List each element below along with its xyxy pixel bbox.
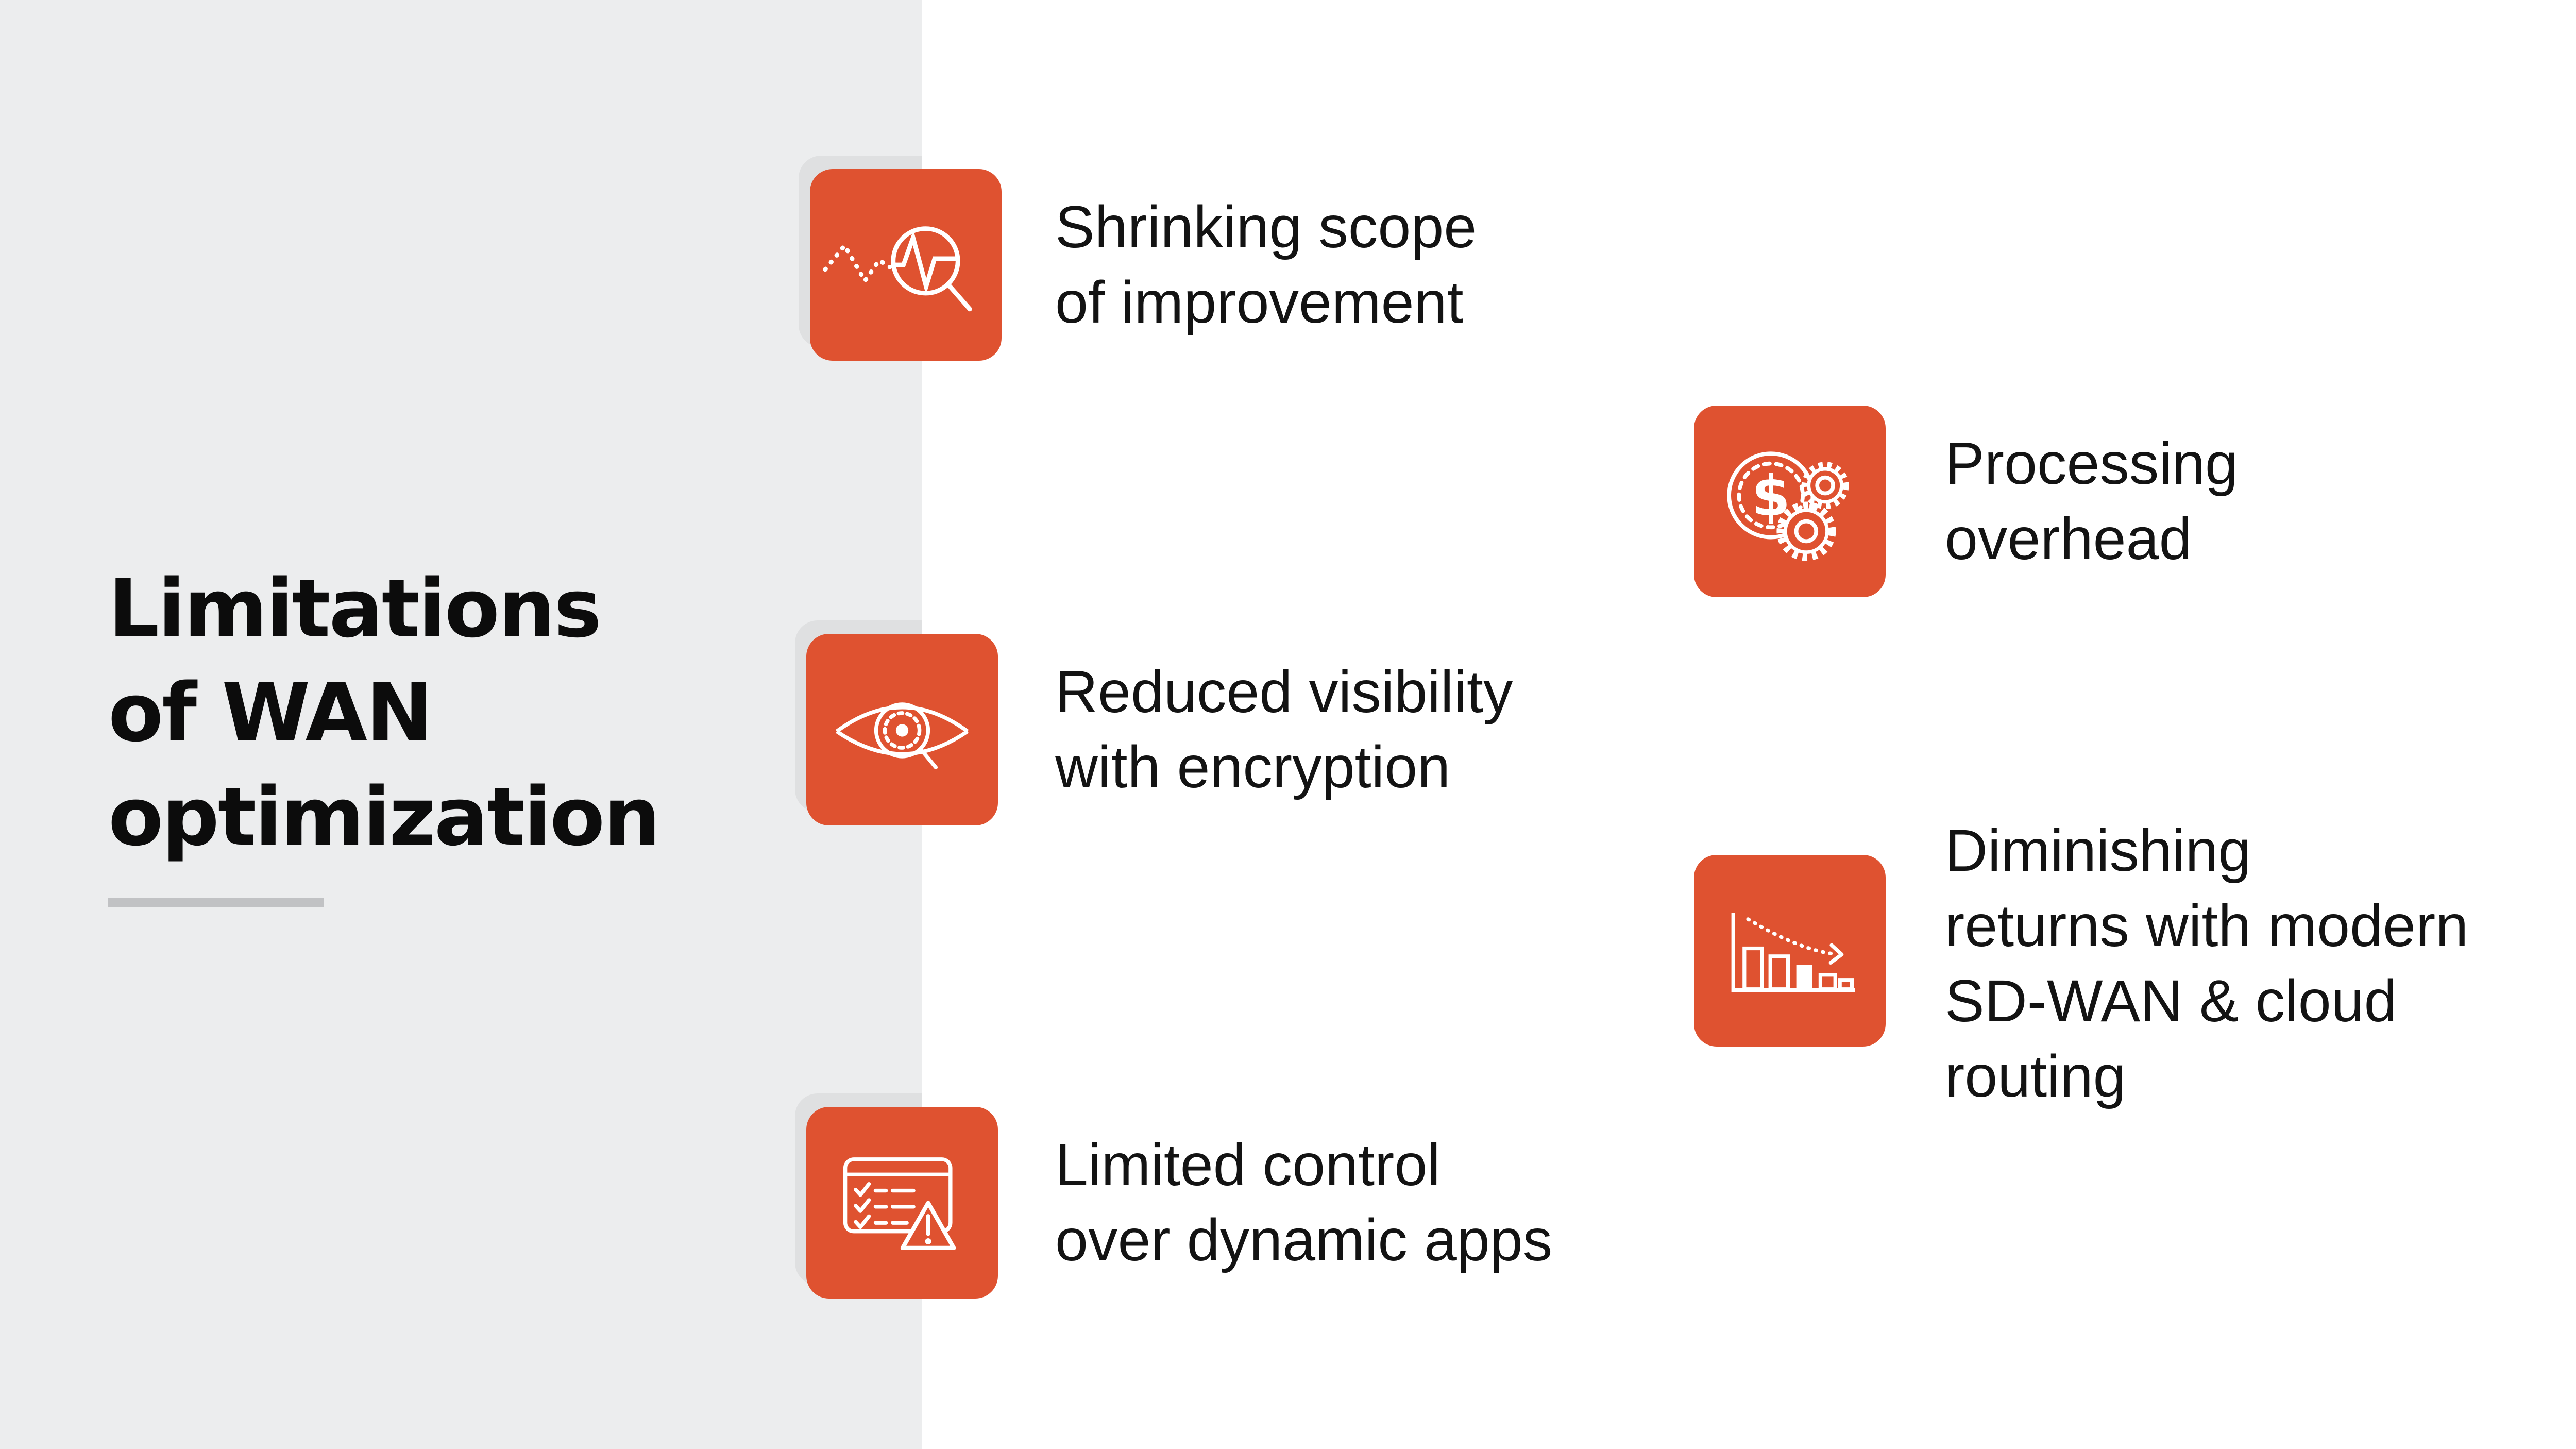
left-panel	[0, 0, 922, 1449]
feature-tile-processing-overhead: $	[1694, 406, 1886, 597]
checklist-warning-icon	[831, 1146, 973, 1260]
title-underline	[108, 898, 324, 907]
feature-tile-limited-control	[806, 1107, 998, 1299]
gear-large	[1776, 501, 1836, 561]
feature-tile-diminishing-returns	[1694, 855, 1886, 1047]
declining-bars-icon	[1720, 895, 1859, 1006]
feature-tile-reduced-visibility	[806, 634, 998, 825]
feature-label: Reduced visibility with encryption	[1055, 659, 1513, 800]
feature-label: Shrinking scope of improvement	[1055, 194, 1477, 335]
feature-label: Processing overhead	[1945, 431, 2238, 572]
eye-magnifier-icon	[830, 682, 974, 778]
pulse-magnifier-icon	[821, 203, 991, 327]
gear-small	[1801, 462, 1849, 509]
checklist-rows	[854, 1182, 916, 1229]
feature-label: Diminishing returns with modern SD-WAN &…	[1945, 818, 2469, 1109]
dollar-gears-icon: $	[1715, 436, 1865, 566]
feature-tile-shrinking-scope	[810, 169, 1002, 361]
feature-label: Limited control over dynamic apps	[1055, 1132, 1553, 1273]
svg-text:$: $	[1752, 464, 1790, 529]
page-title: Limitations of WAN optimization	[108, 561, 660, 864]
